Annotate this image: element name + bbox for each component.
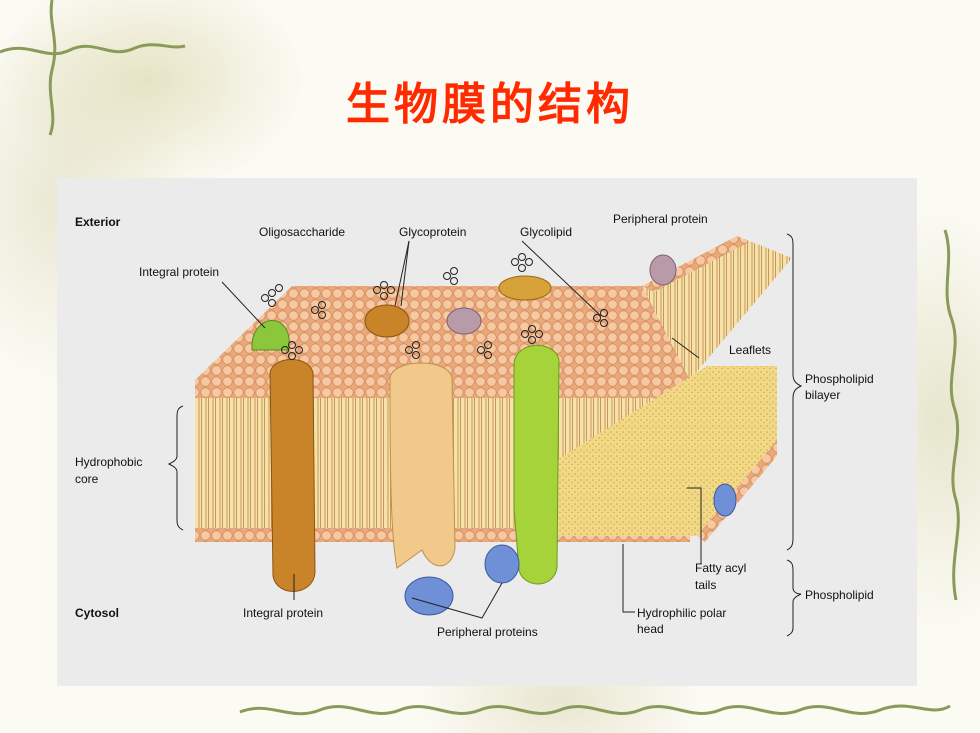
- membrane-illustration: Exterior Oligosaccharide Glycoprotein Gl…: [75, 212, 874, 639]
- label-oligosaccharide: Oligosaccharide: [259, 225, 345, 239]
- peripheral-protein-blue-2: [484, 544, 520, 584]
- integral-protein-tan: [389, 362, 456, 569]
- slide-title: 生物膜的结构: [346, 79, 634, 130]
- label-hydrophobic-core-2: core: [75, 472, 99, 486]
- integral-protein-brown: [269, 359, 316, 592]
- label-fatty-acyl-tails-1: Fatty acyl: [695, 561, 746, 575]
- label-phospholipid-bilayer-2: bilayer: [805, 388, 840, 402]
- label-integral-protein-bottom: Integral protein: [243, 606, 323, 620]
- glycolipid-cap: [498, 275, 552, 301]
- label-glycoprotein: Glycoprotein: [399, 225, 466, 239]
- label-cytosol: Cytosol: [75, 606, 119, 620]
- label-hydrophobic-core-1: Hydrophobic: [75, 455, 142, 469]
- label-fatty-acyl-tails-2: tails: [695, 578, 716, 592]
- label-glycolipid: Glycolipid: [520, 225, 572, 239]
- label-peripheral-proteins: Peripheral proteins: [437, 625, 538, 639]
- glycoprotein-cap: [364, 304, 410, 338]
- label-hydrophilic-polar-head-2: head: [637, 622, 664, 636]
- membrane-figure: Exterior Oligosaccharide Glycoprotein Gl…: [57, 178, 917, 686]
- label-peripheral-protein: Peripheral protein: [613, 212, 708, 226]
- label-phospholipid: Phospholipid: [805, 588, 874, 602]
- peripheral-protein-top: [649, 254, 677, 286]
- surface-peripheral-protein: [446, 307, 482, 335]
- label-leaflets: Leaflets: [729, 343, 771, 357]
- label-integral-protein-top: Integral protein: [139, 265, 219, 279]
- label-exterior: Exterior: [75, 215, 121, 229]
- label-phospholipid-bilayer-1: Phospholipid: [805, 372, 874, 386]
- peripheral-protein-blue-1: [404, 576, 454, 616]
- integral-protein-green: [513, 344, 560, 585]
- leader-lines: [167, 233, 803, 637]
- peripheral-protein-blue-3: [713, 483, 737, 517]
- label-hydrophilic-polar-head-1: Hydrophilic polar: [637, 606, 726, 620]
- oligosaccharide-chains: [261, 253, 608, 360]
